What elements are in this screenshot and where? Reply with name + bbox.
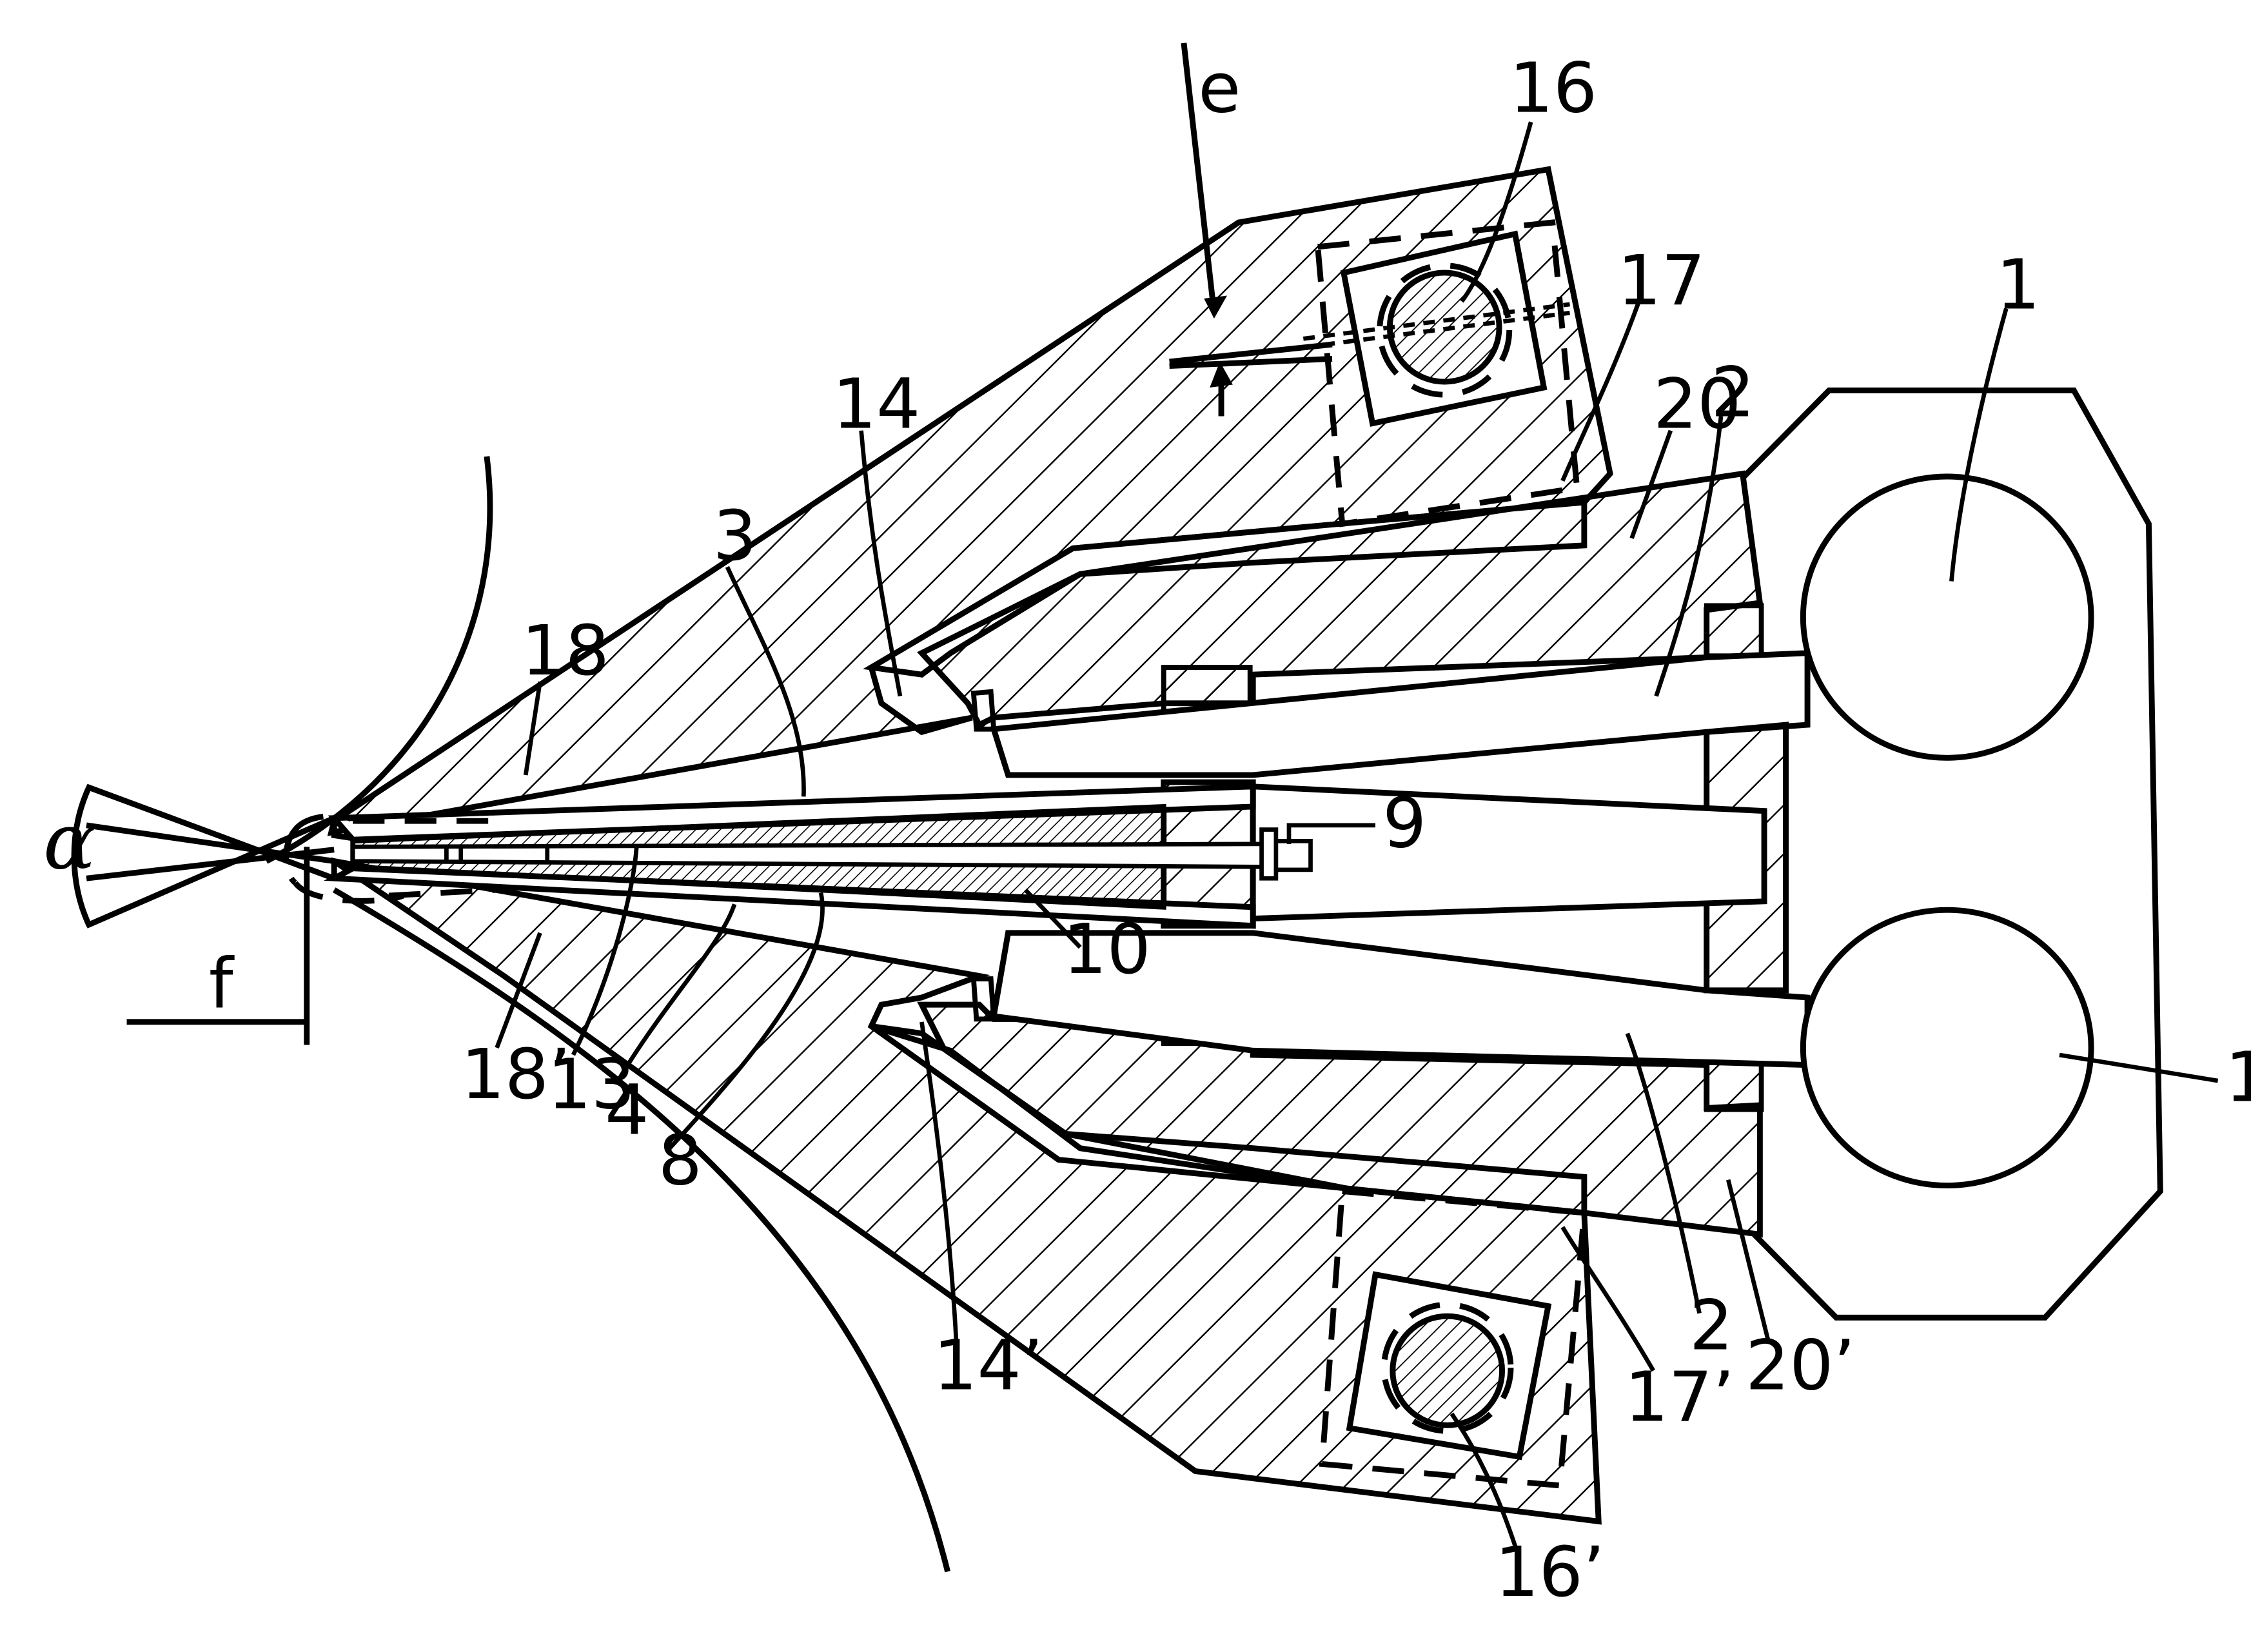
label-2-bot: 2 <box>1689 1286 1733 1366</box>
label-14: 14 <box>832 364 920 444</box>
label-16: 16 <box>1509 49 1597 129</box>
lower-bolt <box>1393 1316 1502 1425</box>
label-1-top: 1 <box>1996 246 2040 326</box>
label-4: 4 <box>605 1071 649 1151</box>
label-f: f <box>209 945 235 1025</box>
lower-roll-1 <box>1803 910 2091 1185</box>
label-10: 10 <box>1063 910 1150 990</box>
upper-roll-1 <box>1803 477 2091 758</box>
label-1-bot: 1 <box>2225 1037 2251 1117</box>
lip-blade <box>353 844 1267 867</box>
label-17: 17 <box>1617 241 1705 321</box>
lower-end-block <box>1707 1059 1762 1110</box>
label-8: 8 <box>658 1121 702 1201</box>
label-3: 3 <box>713 497 757 576</box>
label-14p: 14’ <box>933 1326 1043 1406</box>
label-9: 9 <box>1382 783 1426 863</box>
label-18: 18 <box>522 611 609 691</box>
label-16p: 16’ <box>1495 1533 1604 1613</box>
upper-lip-block <box>974 692 994 729</box>
lower-lip-block <box>974 979 994 1019</box>
central-cavity <box>1253 787 1764 919</box>
label-2-top: 2 <box>1711 353 1755 433</box>
label-e: e <box>1198 49 1241 129</box>
label-alpha: α <box>43 797 95 887</box>
adjust-bolt-9-head <box>1262 830 1276 879</box>
label-20p: 20’ <box>1745 1326 1855 1406</box>
upper-end-block <box>1707 605 1762 656</box>
label-17p: 17’ <box>1624 1358 1734 1438</box>
